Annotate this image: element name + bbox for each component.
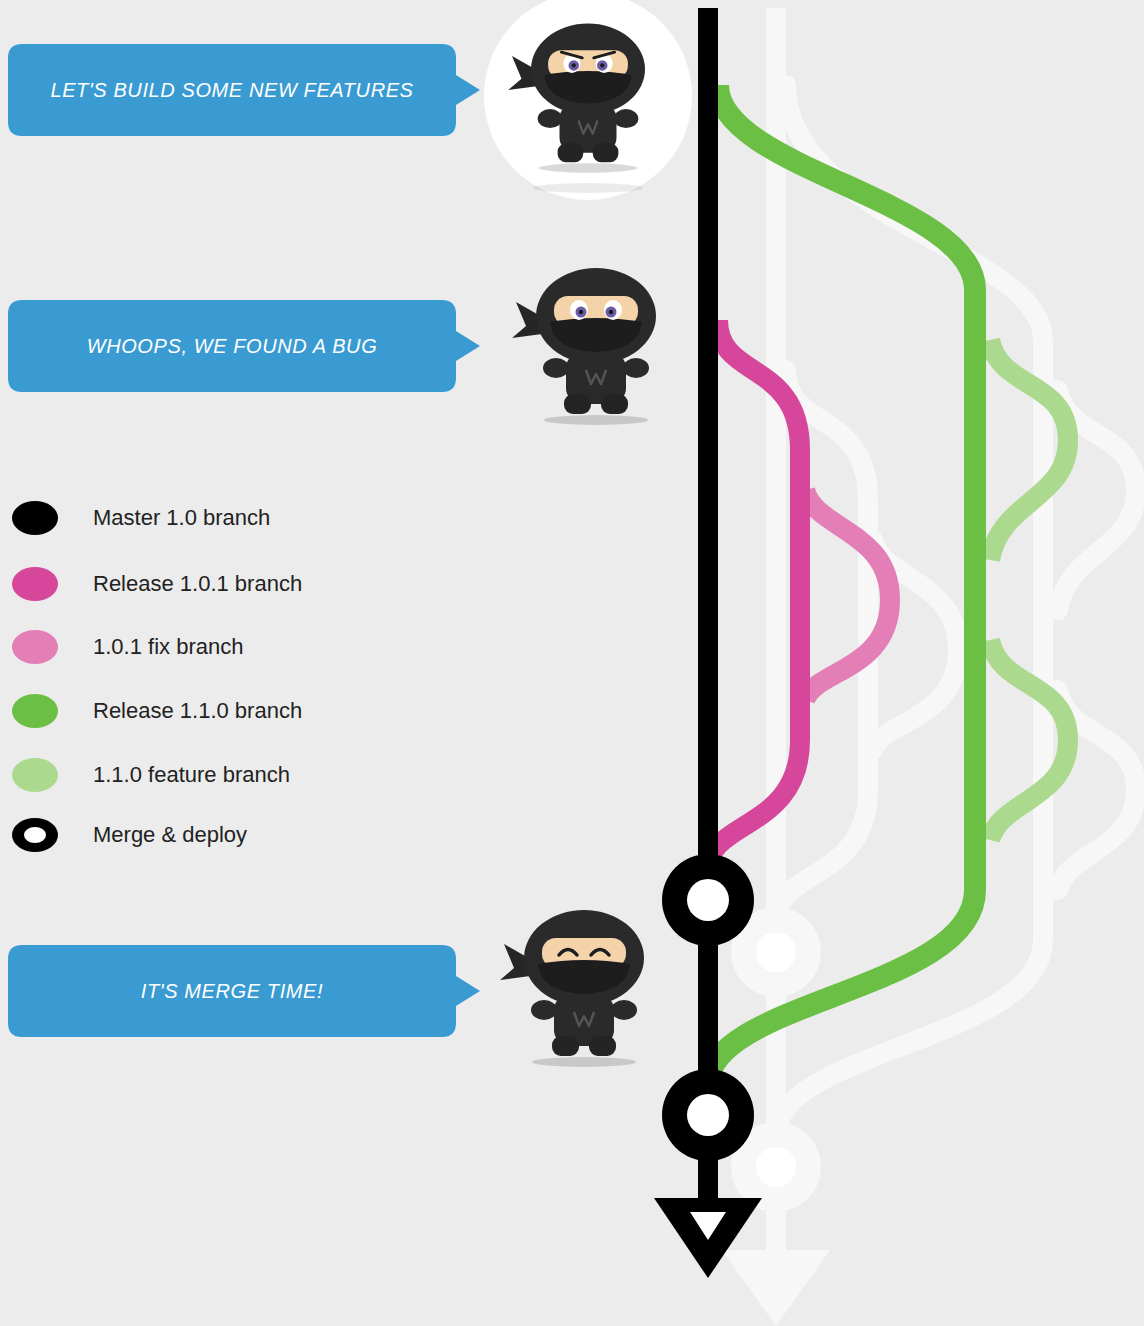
bubble-body: LET'S BUILD SOME NEW FEATURES bbox=[8, 44, 456, 136]
bubble-text: LET'S BUILD SOME NEW FEATURES bbox=[50, 78, 413, 102]
legend-swatch bbox=[12, 567, 58, 601]
speech-bubble: LET'S BUILD SOME NEW FEATURES bbox=[8, 44, 480, 136]
legend-swatch bbox=[12, 758, 58, 792]
legend-swatch bbox=[12, 694, 58, 728]
merge-point bbox=[662, 854, 754, 946]
legend-text: 1.1.0 feature branch bbox=[93, 762, 290, 788]
legend-swatch-box bbox=[10, 564, 60, 604]
ninja-body bbox=[500, 910, 644, 1067]
legend-swatch bbox=[12, 630, 58, 664]
bubble-outline bbox=[8, 44, 480, 136]
ninja-brows bbox=[561, 52, 614, 58]
merge-point-center bbox=[687, 1094, 729, 1136]
ghost-line bbox=[776, 370, 868, 920]
ninja-figure bbox=[508, 24, 645, 173]
ninja-body bbox=[508, 24, 645, 173]
ninja-figure bbox=[512, 268, 656, 425]
release-branch-line bbox=[708, 85, 975, 1085]
ninja-body bbox=[512, 268, 656, 425]
legend-entry: Release 1.1.0 branch bbox=[10, 691, 302, 731]
ghost-arrowhead bbox=[722, 1250, 830, 1326]
legend-swatch-box bbox=[10, 815, 60, 855]
legend-entry: 1.1.0 feature branch bbox=[10, 755, 290, 795]
legend-entry: Release 1.0.1 branch bbox=[10, 564, 302, 604]
ghost-master-line bbox=[766, 8, 786, 1262]
legend-text: Release 1.1.0 branch bbox=[93, 698, 302, 724]
bubble-body: IT'S MERGE TIME! bbox=[8, 945, 456, 1037]
merge-point bbox=[662, 1069, 754, 1161]
fix-branch-line bbox=[805, 490, 890, 700]
legend-swatch-box bbox=[10, 691, 60, 731]
legend-swatch-box bbox=[10, 498, 60, 538]
bubble-body: WHOOPS, WE FOUND A BUG bbox=[8, 300, 456, 392]
master-line bbox=[698, 8, 718, 1215]
speech-bubble: IT'S MERGE TIME! bbox=[8, 945, 480, 1037]
master-arrowhead bbox=[654, 1198, 762, 1278]
merge-symbol bbox=[12, 818, 58, 852]
ghost-merge bbox=[756, 1147, 796, 1187]
legend-entry: Merge & deploy bbox=[10, 815, 247, 855]
legend-swatch-box bbox=[10, 755, 60, 795]
ninja-figure bbox=[500, 910, 644, 1067]
legend-text: Release 1.0.1 branch bbox=[93, 571, 302, 597]
speech-bubble: WHOOPS, WE FOUND A BUG bbox=[8, 300, 480, 392]
ninja-eyes bbox=[570, 300, 622, 320]
legend-swatch bbox=[12, 501, 58, 535]
feature-branch-line bbox=[990, 640, 1068, 840]
legend-entry: Master 1.0 branch bbox=[10, 498, 270, 538]
legend-entry: 1.0.1 fix branch bbox=[10, 627, 243, 667]
merge-symbol-center bbox=[24, 827, 46, 843]
ghost-line bbox=[776, 85, 1043, 1135]
legend-text: Master 1.0 branch bbox=[93, 505, 270, 531]
ninja-eyes bbox=[563, 54, 612, 73]
ghost-merge bbox=[756, 932, 796, 972]
ninja-backdrop-shadow bbox=[533, 183, 643, 193]
feature-branch-line bbox=[990, 340, 1068, 560]
bubble-text: IT'S MERGE TIME! bbox=[141, 979, 323, 1003]
release-branch-line bbox=[708, 320, 800, 870]
legend-swatch-box bbox=[10, 627, 60, 667]
ninja-backdrop bbox=[484, 0, 692, 200]
bubble-outline bbox=[8, 300, 480, 392]
legend-text: Merge & deploy bbox=[93, 822, 247, 848]
bubble-outline bbox=[8, 945, 480, 1037]
master-arrowhead-inner bbox=[690, 1212, 726, 1240]
bubble-text: WHOOPS, WE FOUND A BUG bbox=[87, 334, 378, 358]
merge-point-center bbox=[687, 879, 729, 921]
legend-text: 1.0.1 fix branch bbox=[93, 634, 243, 660]
ninja-happy-eyes bbox=[559, 950, 609, 956]
